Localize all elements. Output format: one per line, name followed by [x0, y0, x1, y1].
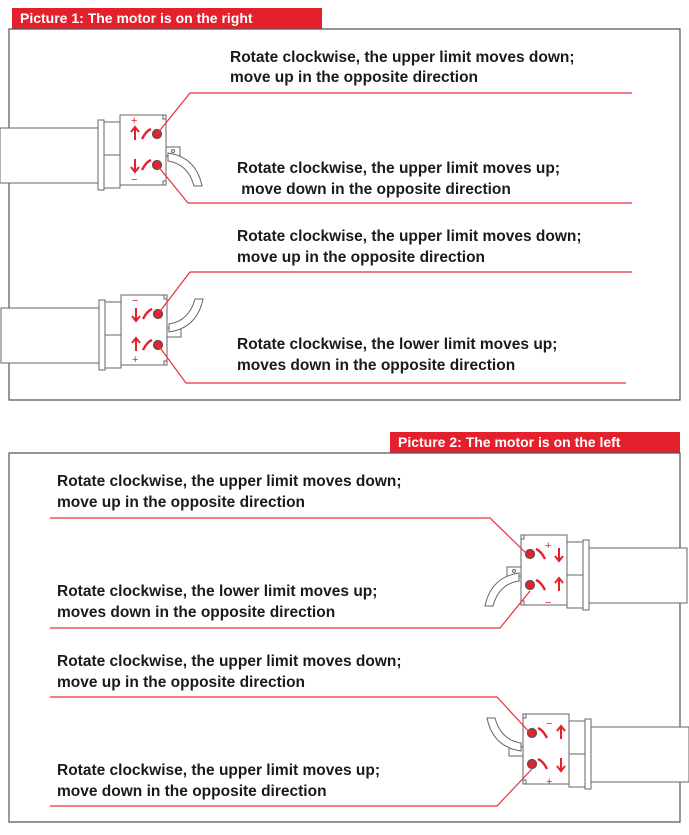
- motor-4: [486, 712, 689, 791]
- leader-line-1: [156, 92, 632, 135]
- leader-line-8: [50, 768, 533, 807]
- picture-1-title-tab: [12, 8, 322, 29]
- label-2-line-1: Rotate clockwise, the upper limit moves …: [237, 160, 560, 177]
- picture-1-panel: Picture 1: The motor is on the right + −…: [0, 8, 681, 401]
- picture-2-panel: Picture 2: The motor is on the left + − …: [8, 432, 689, 823]
- label-5-line-2: move up in the opposite direction: [57, 494, 305, 511]
- label-4-line-2: moves down in the opposite direction: [237, 357, 515, 374]
- plus-sign: +: [546, 776, 552, 788]
- label-7-line-1: Rotate clockwise, the upper limit moves …: [57, 653, 402, 670]
- plus-sign: +: [131, 115, 137, 127]
- label-2-line-2: move down in the opposite direction: [237, 181, 511, 198]
- minus-sign: −: [546, 718, 552, 730]
- label-3-line-1: Rotate clockwise, the upper limit moves …: [237, 228, 582, 245]
- leader-line-5: [50, 517, 531, 558]
- picture-1-frame: [8, 28, 681, 401]
- arrow-down-icon: [556, 758, 566, 773]
- picture-2-title-tab: [390, 432, 680, 453]
- plus-sign: +: [132, 354, 138, 366]
- minus-sign: −: [131, 174, 137, 186]
- minus-sign: −: [132, 295, 138, 307]
- label-6-line-2: moves down in the opposite direction: [57, 604, 335, 621]
- minus-sign: −: [545, 597, 551, 609]
- label-1-line-1: Rotate clockwise, the upper limit moves …: [230, 49, 575, 66]
- leader-line-7: [50, 696, 533, 736]
- arrow-up-icon: [556, 724, 566, 739]
- arrow-down-icon: [131, 308, 141, 323]
- leader-line-2: [156, 164, 632, 204]
- arrow-down-icon: [130, 159, 140, 174]
- motor-3: [484, 533, 689, 612]
- arrow-up-icon: [131, 336, 141, 351]
- label-7-line-2: move up in the opposite direction: [57, 674, 305, 691]
- leader-line-6: [50, 590, 531, 629]
- motor-2: − +: [0, 293, 204, 372]
- label-1-line-2: move up in the opposite direction: [230, 69, 478, 86]
- arrow-up-icon: [130, 125, 140, 140]
- leader-line-4: [157, 344, 626, 384]
- label-4-line-1: Rotate clockwise, the lower limit moves …: [237, 336, 557, 353]
- arrow-up-icon: [554, 576, 564, 591]
- label-8-line-2: move down in the opposite direction: [57, 783, 327, 800]
- leader-line-3: [157, 271, 632, 315]
- picture-2-frame: [8, 452, 681, 823]
- plus-sign: +: [545, 540, 551, 552]
- picture-2-title: Picture 2: The motor is on the left: [398, 434, 621, 450]
- label-6-line-1: Rotate clockwise, the lower limit moves …: [57, 583, 377, 600]
- motor-1: + −: [0, 113, 203, 192]
- picture-1-title: Picture 1: The motor is on the right: [20, 10, 253, 26]
- arrow-down-icon: [554, 548, 564, 563]
- label-8-line-1: Rotate clockwise, the upper limit moves …: [57, 762, 380, 779]
- label-3-line-2: move up in the opposite direction: [237, 249, 485, 266]
- label-5-line-1: Rotate clockwise, the upper limit moves …: [57, 473, 402, 490]
